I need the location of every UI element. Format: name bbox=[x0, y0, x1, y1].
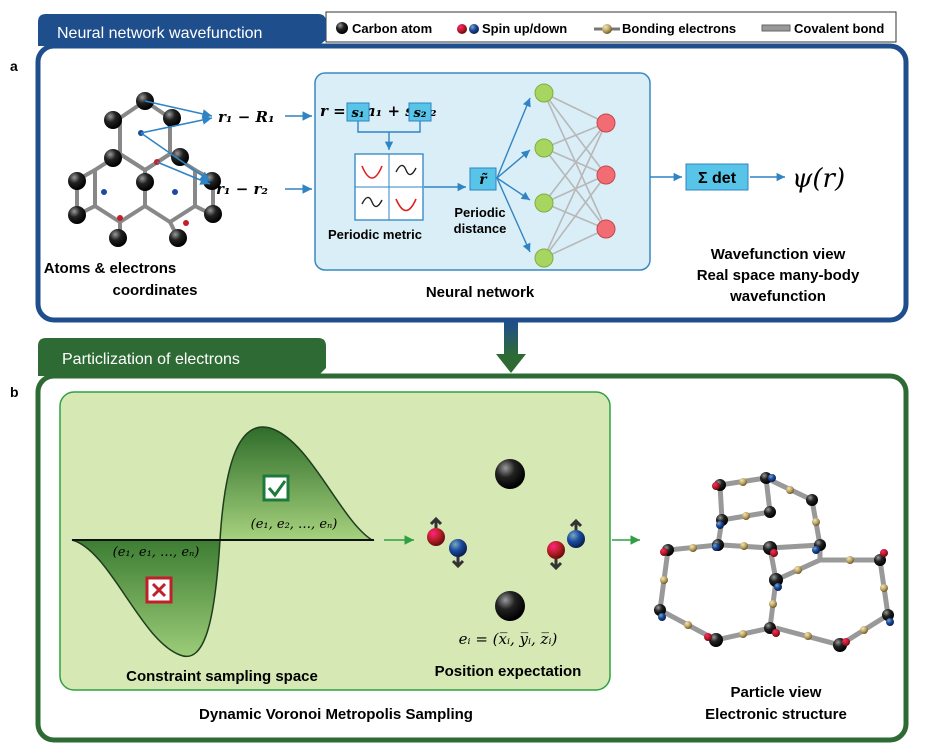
periodic-metric-grid bbox=[354, 153, 424, 221]
sum-det-label: Σ det bbox=[698, 170, 737, 187]
panel-b: Particlization of electrons b (e₁, e₁, …… bbox=[10, 338, 909, 743]
panel-a-tab bbox=[38, 14, 326, 46]
legend-covalent: Covalent bond bbox=[794, 21, 884, 36]
legend-spin: Spin up/down bbox=[482, 21, 567, 36]
legend-carbon: Carbon atom bbox=[352, 21, 432, 36]
carbon-atom-top bbox=[495, 459, 525, 489]
graphene-lattice bbox=[68, 92, 222, 247]
periodic-distance-box bbox=[469, 167, 497, 191]
wavefunction-label-1: Wavefunction view bbox=[711, 246, 846, 263]
panel-b-letter: b bbox=[10, 384, 19, 400]
panel-b-tab-title: Particlization of electrons bbox=[62, 351, 240, 368]
spin-pair-left bbox=[427, 516, 467, 569]
panel-connector-arrow bbox=[496, 322, 526, 373]
panel-a-letter: a bbox=[10, 58, 18, 74]
accepted-icon bbox=[262, 474, 290, 502]
particle-view-label-2: Electronic structure bbox=[705, 706, 847, 723]
eq-r1-R1: r₁ − R₁ bbox=[218, 108, 275, 126]
wavefunction-label-2: Real space many-body bbox=[697, 267, 860, 284]
position-equation: eᵢ = (x̅ᵢ, y̅ᵢ, z̅ᵢ) bbox=[459, 630, 558, 648]
position-label: Position expectation bbox=[435, 663, 582, 680]
output-nodes bbox=[596, 113, 616, 239]
periodic-distance-label-2: distance bbox=[454, 221, 507, 236]
coordinate-arrows bbox=[140, 100, 312, 194]
sum-det-box bbox=[685, 163, 749, 191]
carbon-atom-icon bbox=[336, 22, 348, 34]
legend-bonding: Bonding electrons bbox=[622, 21, 736, 36]
bonding-electron-icon bbox=[602, 24, 612, 34]
panel-b-tab bbox=[38, 338, 326, 376]
dvms-label: Dynamic Voronoi Metropolis Sampling bbox=[199, 706, 473, 723]
atoms-label-1: Atoms & electrons bbox=[44, 260, 177, 277]
periodic-distance-label-1: Periodic bbox=[454, 205, 505, 220]
s1-label: s₁ bbox=[351, 106, 364, 121]
neural-network-label: Neural network bbox=[426, 284, 535, 301]
panel-a-tab-title: Neural network wavefunction bbox=[57, 25, 262, 42]
tuple-upper: (e₁, e₂, …, eₙ) bbox=[251, 517, 338, 532]
eq-r1-r2: r₁ − r₂ bbox=[216, 180, 268, 198]
particle-view-lattice bbox=[654, 472, 894, 652]
carbon-atoms bbox=[68, 92, 222, 247]
network-edges bbox=[543, 92, 607, 259]
spin-pair-right bbox=[547, 518, 585, 571]
constraint-label: Constraint sampling space bbox=[126, 668, 318, 685]
periodic-metric-label: Periodic metric bbox=[328, 227, 422, 242]
spin-down-icon bbox=[469, 24, 479, 34]
tuple-lower: (e₁, e₁, …, eₙ) bbox=[113, 545, 200, 560]
wavefunction-label-3: wavefunction bbox=[729, 288, 826, 305]
rejected-icon bbox=[145, 576, 173, 604]
input-nodes bbox=[534, 83, 554, 268]
legend: Carbon atom Spin up/down Bonding electro… bbox=[325, 11, 897, 43]
panel-a: Neural network wavefunction a bbox=[10, 14, 909, 323]
carbon-atom-bottom bbox=[495, 591, 525, 621]
psi-label: ψ(r) bbox=[792, 164, 845, 194]
particle-view-label-1: Particle view bbox=[731, 684, 822, 701]
periodic-distance-token: r̃ bbox=[479, 171, 488, 188]
atoms-label-2: coordinates bbox=[112, 282, 197, 299]
s2-label: s₂ bbox=[413, 106, 426, 121]
spin-up-icon bbox=[457, 24, 467, 34]
covalent-bond-icon bbox=[761, 24, 791, 32]
